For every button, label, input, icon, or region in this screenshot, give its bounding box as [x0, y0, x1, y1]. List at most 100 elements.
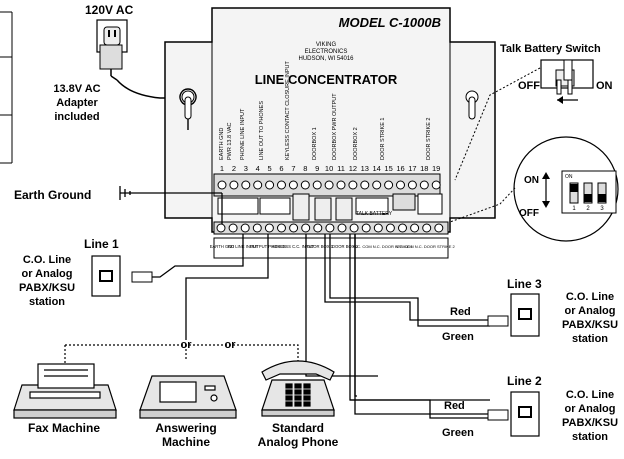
terminal-number-14: 14 — [373, 164, 381, 173]
terminal-number-11: 11 — [337, 164, 345, 173]
phone-key — [303, 395, 311, 401]
dip-switch-callout — [513, 136, 619, 242]
phone-key — [303, 383, 311, 389]
line1-desc-3: PABX/KSU — [19, 282, 75, 294]
terminal-number-9: 9 — [315, 164, 319, 173]
lower-terminal-screw — [264, 223, 274, 233]
lower-terminal-screw — [252, 223, 262, 233]
lower-terminal-screw — [228, 223, 238, 233]
output-wiring — [185, 234, 490, 401]
lower-terminal-screw — [301, 223, 311, 233]
terminal-number-6: 6 — [279, 164, 283, 173]
terminal-number-7: 7 — [291, 164, 295, 173]
adapter-label-1: 13.8V AC — [53, 83, 100, 95]
terminal-number-4: 4 — [256, 164, 260, 173]
upper-terminal-screw — [336, 180, 346, 190]
phone-key — [294, 389, 302, 395]
earth-ground-icon — [119, 186, 223, 224]
analog-phone-icon — [261, 360, 335, 417]
table-fragment — [0, 11, 13, 164]
upper-terminal-screw — [419, 180, 429, 190]
upper-terminal-screw — [312, 180, 322, 190]
circuit-components — [217, 193, 443, 221]
line1-jack-icon — [91, 234, 244, 297]
upper-terminal-screw — [348, 180, 358, 190]
switch-callout-leader — [454, 67, 541, 181]
lower-terminal-screw — [313, 223, 323, 233]
bottom-label-strike-1: N.C. COM N.C. DOOR STRIKE 1 — [353, 244, 413, 249]
line3-title: Line 3 — [507, 277, 542, 291]
terminal-number-16: 16 — [396, 164, 404, 173]
line1-desc-4: station — [29, 296, 65, 308]
dip-inner-on-label: ON — [565, 174, 573, 180]
phone-key — [285, 401, 293, 407]
label-pwr: PWR 13.8 VAC — [227, 122, 233, 160]
arrow-left-icon — [557, 96, 578, 104]
line3-desc-4: station — [572, 333, 608, 345]
phone-key — [303, 401, 311, 407]
upper-terminal-screw — [217, 180, 227, 190]
model-label: MODEL C-1000B — [339, 15, 441, 30]
upper-terminal-screw — [396, 180, 405, 190]
upper-terminal-screw — [431, 180, 441, 190]
label-doorbox-2: DOORBOX 2 — [353, 127, 359, 160]
line1-title: Line 1 — [84, 237, 119, 251]
line3-desc-3: PABX/KSU — [562, 319, 618, 331]
phone-key — [285, 389, 293, 395]
line2-desc-1: C.O. Line — [566, 389, 614, 401]
dip-number-2: 2 — [586, 206, 590, 212]
wall-outlet-icon — [96, 19, 128, 53]
bottom-label-earth: EARTH GND — [210, 244, 235, 249]
lower-terminal-screw — [325, 223, 335, 233]
lower-terminal-screw — [373, 223, 383, 233]
line2-green-label: Green — [442, 427, 474, 439]
or-label-1: or — [181, 339, 193, 351]
adapter-label-2: Adapter — [56, 97, 98, 109]
maker-line-3: HUDSON, WI 54016 — [298, 56, 354, 62]
terminal-number-5: 5 — [268, 164, 272, 173]
upper-terminal-screw — [372, 180, 382, 190]
lower-terminal-screw — [361, 223, 371, 233]
line3-desc-2: or Analog — [565, 305, 616, 317]
earth-ground-label: Earth Ground — [14, 188, 91, 202]
line2-desc-3: PABX/KSU — [562, 417, 618, 429]
lower-terminal-screw — [422, 223, 432, 233]
lower-terminal-screw — [337, 223, 347, 233]
upper-terminal-screw — [265, 180, 275, 190]
switch-off-label: OFF — [518, 80, 540, 92]
line3-green-label: Green — [442, 331, 474, 343]
lower-terminal-screw — [385, 223, 395, 233]
dip-number-1: 1 — [572, 206, 576, 212]
upper-terminal-screw — [360, 180, 370, 190]
terminal-number-3: 3 — [244, 164, 248, 173]
label-door-strike-2: DOOR STRIKE 2 — [426, 118, 432, 160]
lower-terminal-screw — [277, 223, 286, 233]
line1-desc-2: or Analog — [22, 268, 73, 280]
phone-key — [303, 389, 311, 395]
terminal-number-2: 2 — [232, 164, 236, 173]
switch-on-label: ON — [596, 80, 613, 92]
dip-number-3: 3 — [600, 206, 604, 212]
terminal-number-1: 1 — [220, 164, 224, 173]
label-keyless: KEYLESS CONTACT CLOSURE INPUT — [285, 61, 291, 160]
lower-terminal-screw — [289, 223, 299, 233]
adapter-label-3: included — [54, 111, 99, 123]
dip-on-label: ON — [524, 175, 539, 186]
answering-machine-icon — [139, 375, 237, 419]
answering-label-1: Answering — [155, 421, 216, 435]
power-label: 120V AC — [85, 3, 134, 17]
upper-terminal-screw — [253, 180, 263, 190]
label-doorbox-pwr: DOORBOX PWR OUTPUT — [332, 93, 338, 160]
lower-terminal-screw — [216, 223, 226, 233]
line2-red-label: Red — [444, 400, 465, 412]
phone-label-2: Analog Phone — [258, 435, 339, 449]
label-earth-gnd: EARTH GND — [219, 128, 225, 160]
label-line-out: LINE OUT TO PHONES — [259, 101, 265, 160]
line2-desc-4: station — [572, 431, 608, 443]
bottom-label-doorbox-2: DOOR BOX 2 — [332, 244, 359, 249]
upper-terminal-screw — [324, 180, 334, 190]
line3-red-label: Red — [450, 306, 471, 318]
